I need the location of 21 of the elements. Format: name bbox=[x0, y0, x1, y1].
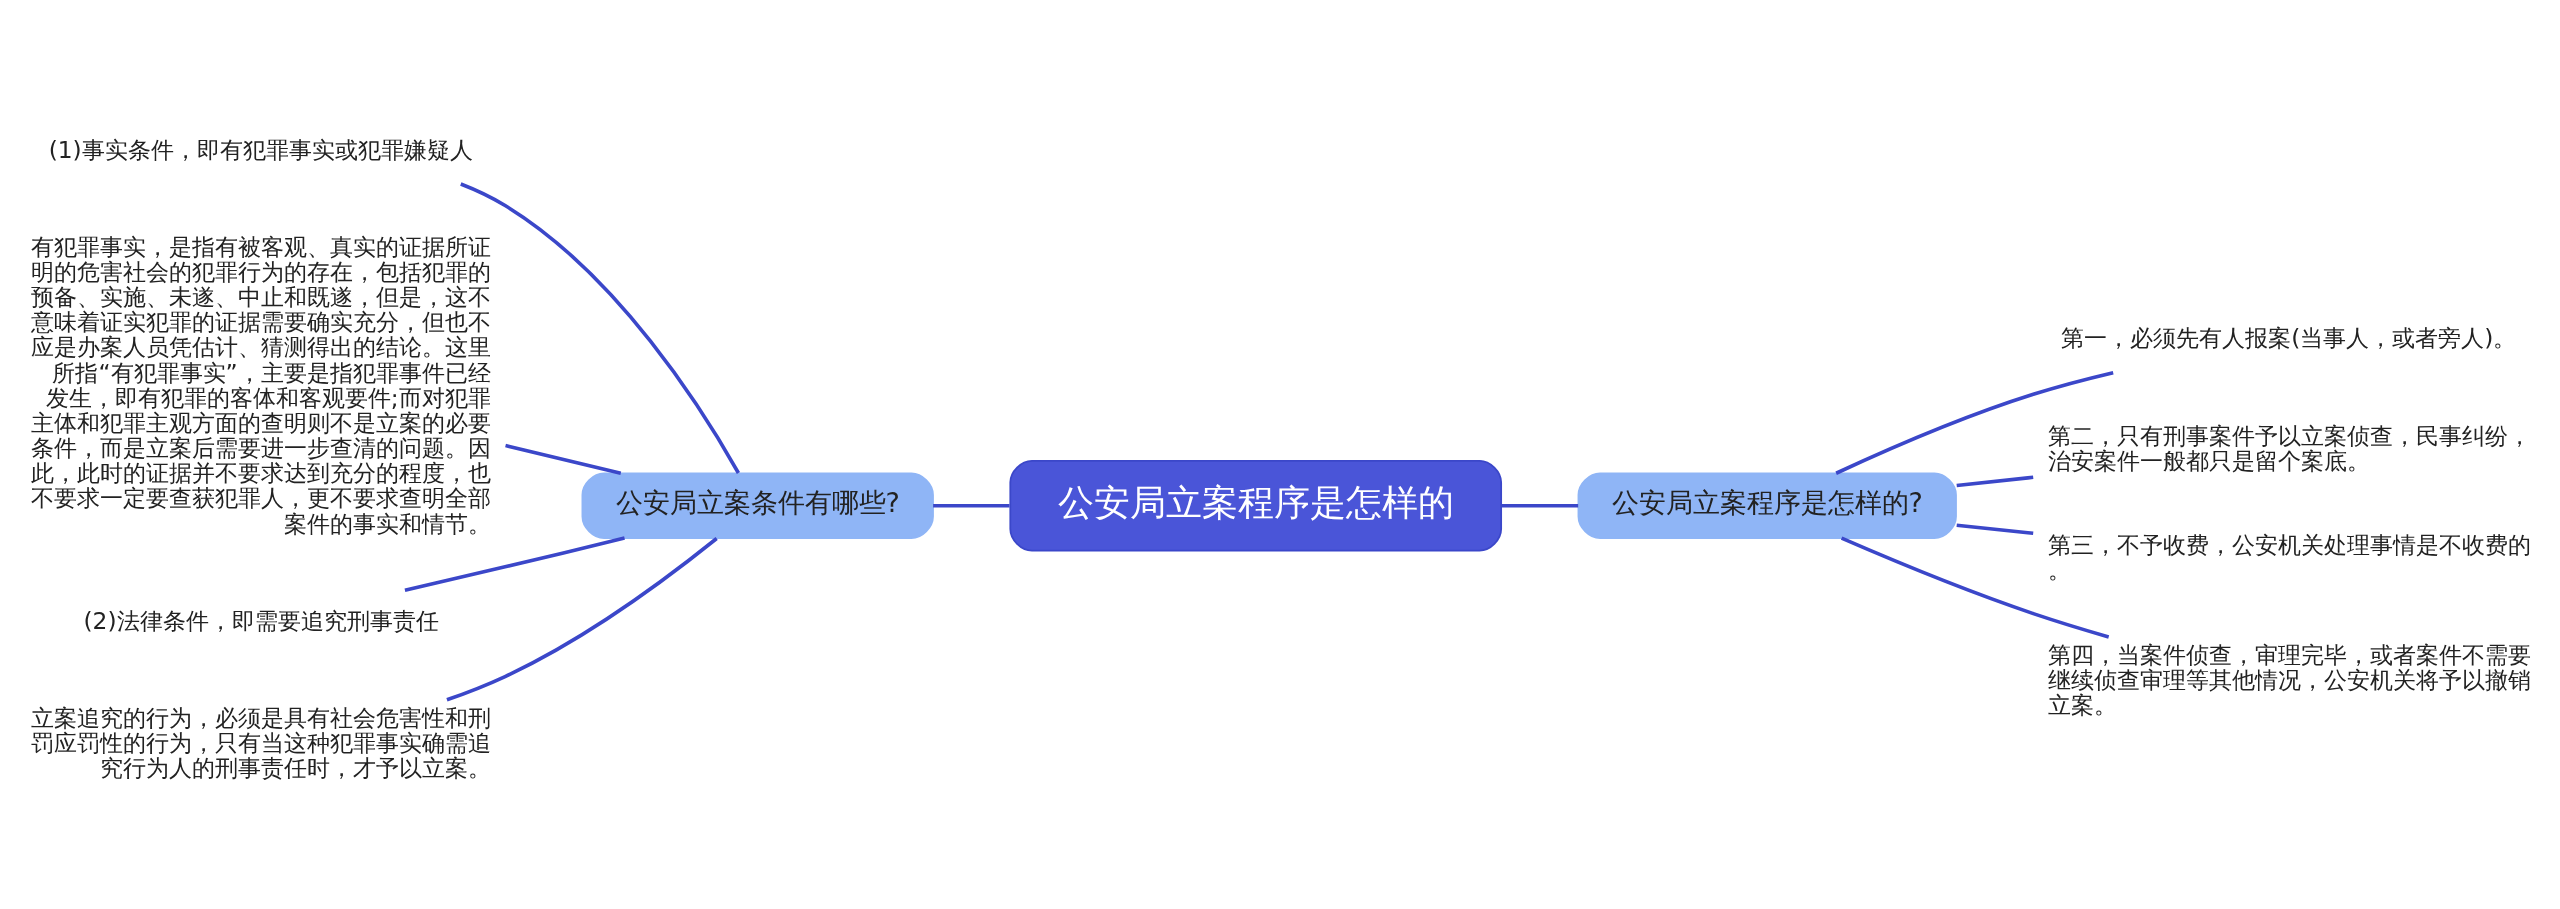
node-box: 公安局立案程序是怎样的? bbox=[1577, 472, 1957, 539]
node-text: 有犯罪事实，是指有被客观、真实的证据所证明的危害社会的犯罪行为的存在，包括犯罪的预备、实施、未遂、中止和既遂，但是，这不意味着证实犯罪的证据需要确实充分，但也不应是办案人员凭估计、猜测得出的结论。这里所指“有犯罪事实”，主要是指犯罪事件已经发生，即有犯罪的客体和客观要件;而对犯罪主体和犯罪主观方面的查明则不是立案的必要条件，而是立案后需要进一步查清的问题。因此，此时的证据并不要求达到充分的程度，也不要求一定要查获犯罪人，更不要求查明全部案件的事实和情节。 bbox=[30, 232, 491, 538]
node-text: (1)事实条件，即有犯罪事实或犯罪嫌疑人 bbox=[48, 135, 473, 164]
connector bbox=[1501, 503, 1579, 508]
node-text: 立案追究的行为，必须是具有社会危害性和刑罚应罚性的行为，只有当这种犯罪事实确需追究行为人的刑事责任时，才予以立案。 bbox=[30, 703, 491, 783]
connector bbox=[1835, 370, 2114, 475]
connector bbox=[933, 503, 1010, 508]
connector bbox=[446, 537, 718, 702]
node-text: 第三，不予收费，公安机关处理事情是不收费的。 bbox=[2047, 531, 2531, 585]
connector bbox=[460, 182, 740, 474]
connector bbox=[505, 443, 622, 475]
connector bbox=[1956, 523, 2034, 536]
connector bbox=[1840, 536, 2110, 639]
node-text: 第二，只有刑事案件予以立案侦查，民事纠纷，治安案件一般都只是留个案底。 bbox=[2047, 421, 2531, 475]
node-text: (2)法律条件，即需要追究刑事责任 bbox=[83, 606, 439, 635]
node-box: 公安局立案程序是怎样的 bbox=[1009, 459, 1503, 552]
connector bbox=[404, 536, 625, 592]
node-text: 第四，当案件侦查，审理完毕，或者案件不需要继续侦查审理等其他情况，公安机关将予以撤销立案。 bbox=[2047, 640, 2531, 720]
node-box: 公安局立案条件有哪些? bbox=[581, 472, 934, 539]
node-text: 第一，必须先有人报案(当事人，或者旁人)。 bbox=[2061, 324, 2517, 353]
connector bbox=[1956, 475, 2034, 488]
